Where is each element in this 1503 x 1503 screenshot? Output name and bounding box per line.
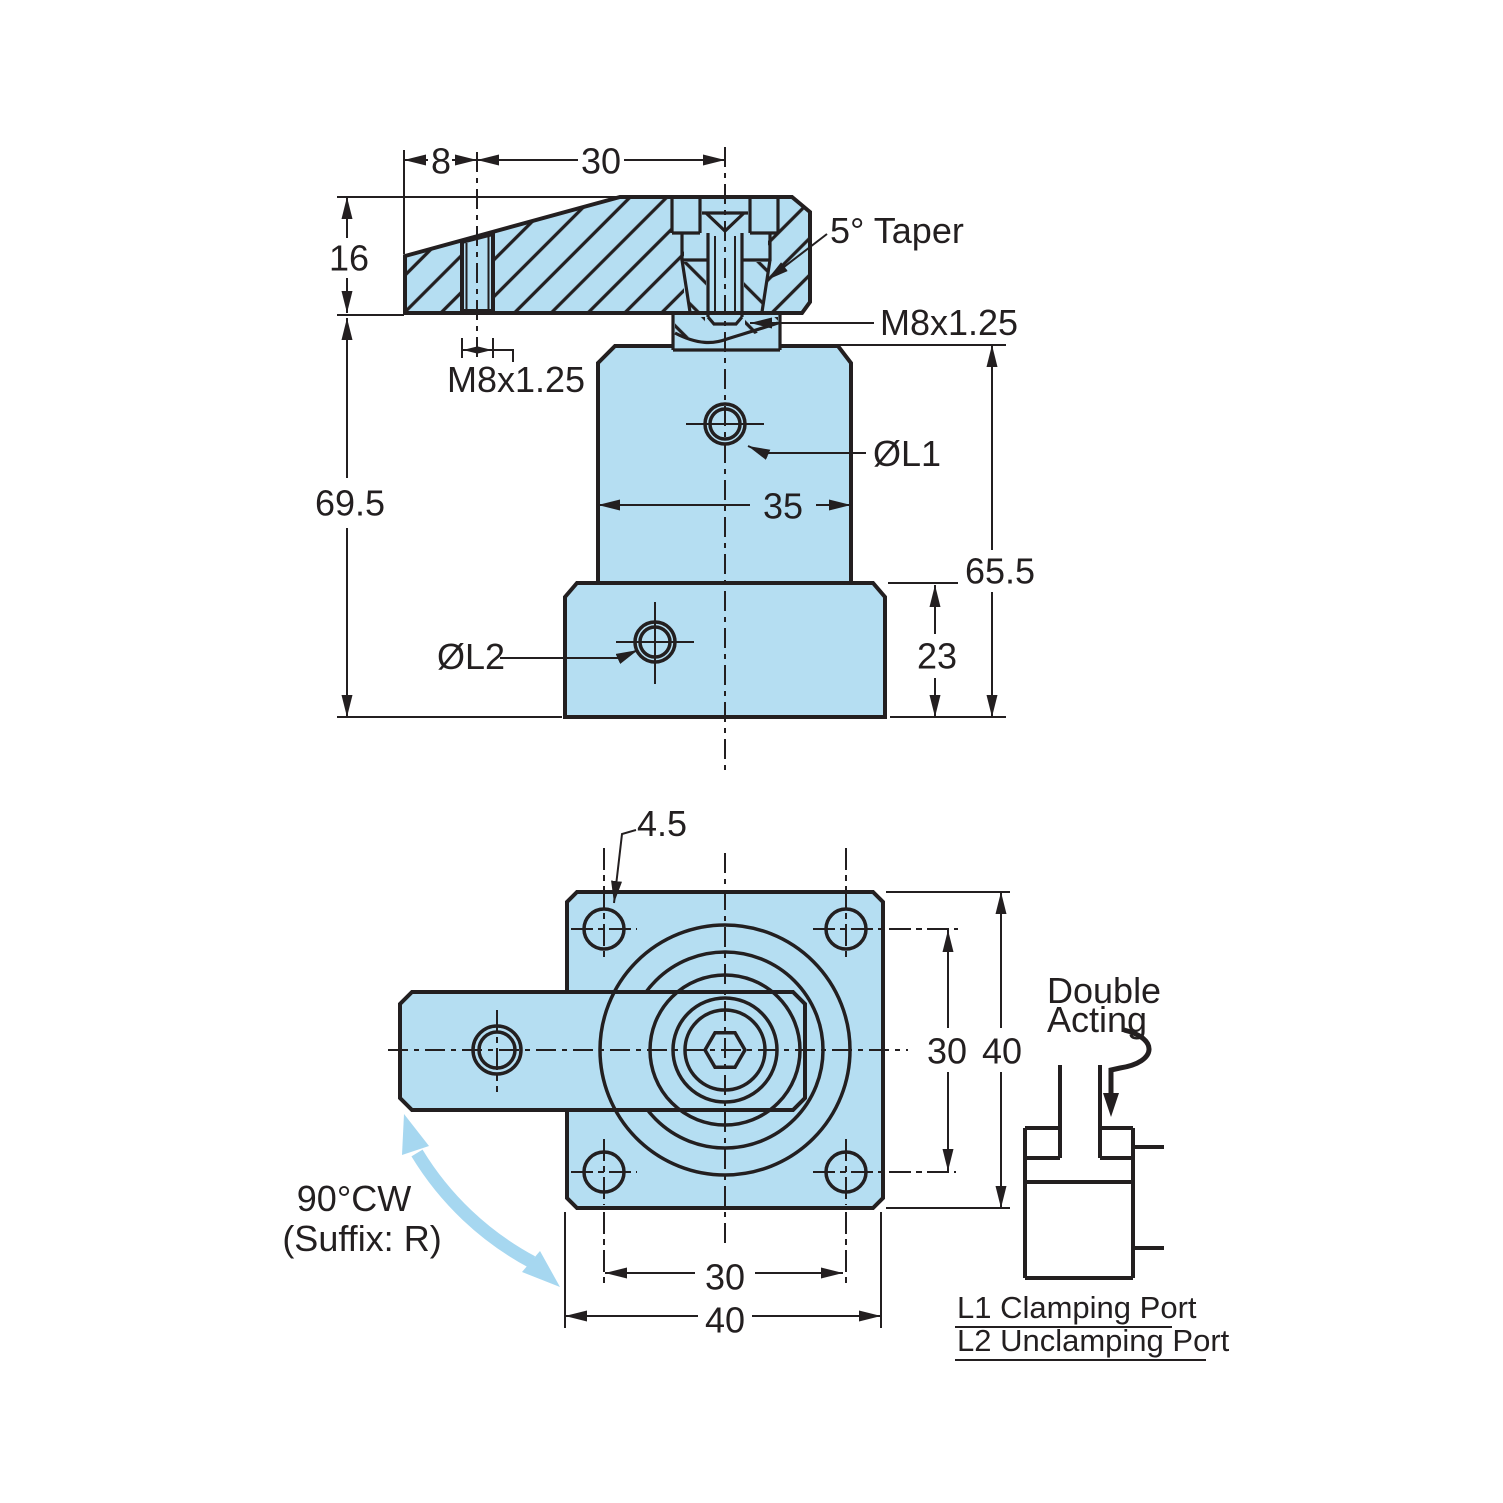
dim-arm-offset: 8	[431, 141, 451, 182]
label-rotation: 90°CW	[297, 1178, 411, 1219]
rod-stem-section	[671, 315, 782, 352]
side-view: 8 30 16 69.5 35 65.5 23 5° Taper M8x1.	[315, 141, 1035, 776]
rotation-arrow-icon	[402, 1114, 560, 1287]
label-taper: 5° Taper	[830, 210, 964, 251]
plan-extension-lines	[564, 891, 1010, 1328]
port-legend: L1 Clamping Port L2 Unclamping Port	[955, 1290, 1230, 1361]
callouts: 5° Taper M8x1.25 M8x1.25 ØL1 ØL2	[437, 210, 1018, 677]
dim-mount-hole: 4.5	[637, 803, 687, 844]
label-rod-thread: M8x1.25	[880, 302, 1018, 343]
label-port-l2: ØL2	[437, 636, 505, 677]
legend-l1-clamping-port: L1 Clamping Port	[957, 1290, 1197, 1325]
dim-flange-size-h: 40	[705, 1300, 745, 1341]
dim-arm-reach: 30	[581, 141, 621, 182]
rotation-annotation: 90°CW (Suffix: R)	[282, 1114, 560, 1287]
arm-thread-hole	[460, 233, 495, 312]
dim-bolt-spacing-h: 30	[705, 1257, 745, 1298]
dimensions: 8 30 16 69.5 35 65.5 23	[315, 141, 1035, 717]
clamp-arm-section	[403, 195, 812, 326]
dim-body-width: 35	[763, 486, 803, 527]
label-rotation-suffix: (Suffix: R)	[282, 1218, 441, 1259]
socket-screw	[670, 197, 780, 235]
dim-flange-size-v: 40	[982, 1031, 1022, 1072]
hydraulic-schematic: Double Acting L1 Clamping Port L2 Unclam…	[955, 970, 1230, 1361]
extension-lines	[337, 150, 1006, 718]
dim-body-height: 65.5	[965, 551, 1035, 592]
cylinder-flange	[563, 581, 887, 719]
label-arm-thread: M8x1.25	[447, 359, 585, 400]
dim-bolt-spacing-v: 30	[927, 1031, 967, 1072]
hex-socket	[702, 1030, 748, 1070]
label-port-l1: ØL1	[873, 433, 941, 474]
plan-dimensions: 30 40 30 40 4.5	[565, 803, 1022, 1341]
port-l2	[616, 602, 694, 684]
dim-arm-height: 16	[329, 238, 369, 279]
dim-overall-height: 69.5	[315, 483, 385, 524]
label-double-acting-1: Double	[1047, 970, 1161, 1011]
cylinder-symbol	[1023, 1065, 1164, 1280]
mounting-holes	[571, 848, 958, 1205]
dim-flange-height: 23	[917, 636, 957, 677]
flow-arrow-icon	[1103, 1027, 1152, 1117]
legend-l2-unclamping-port: L2 Unclamping Port	[957, 1323, 1230, 1358]
plan-view: 30 40 30 40 4.5 90°CW (Suffix: R)	[282, 803, 1022, 1341]
arm-thread-callout: M8x1.25	[447, 338, 585, 400]
